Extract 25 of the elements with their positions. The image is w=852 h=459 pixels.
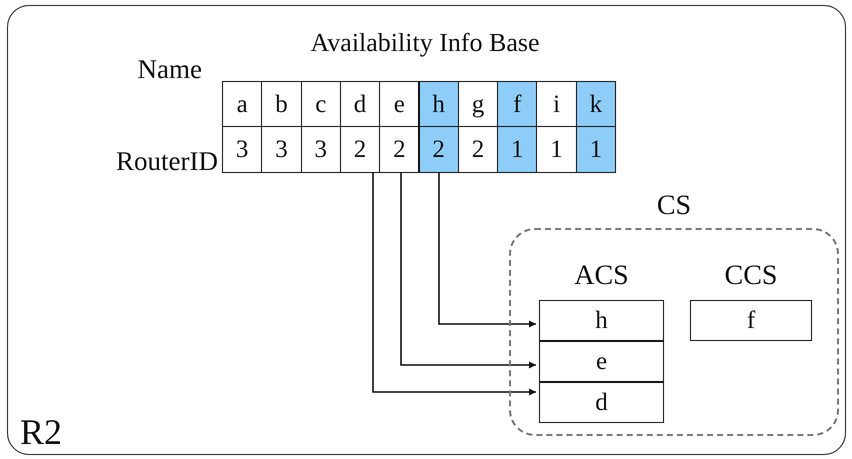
- table-cell: 1: [497, 126, 538, 172]
- list-entry: d: [539, 382, 664, 423]
- table-cell: e: [379, 81, 420, 127]
- table-cell: a: [222, 81, 262, 127]
- row-header: RouterID: [116, 148, 218, 175]
- router-label: R2: [20, 414, 62, 450]
- set-heading: ACS: [573, 262, 630, 290]
- table-cell: 1: [576, 126, 616, 172]
- table-cell: 2: [379, 126, 420, 172]
- set-heading: CCS: [724, 262, 778, 290]
- arrow: [400, 172, 536, 368]
- arrow: [372, 172, 536, 396]
- list-entry: h: [539, 300, 664, 341]
- arrow: [438, 172, 536, 328]
- table-title: Availability Info Base: [309, 30, 541, 56]
- list-entry: f: [690, 300, 812, 341]
- table-cell: k: [576, 81, 616, 127]
- table-cell: f: [497, 81, 538, 127]
- row-header: Name: [138, 56, 202, 83]
- table-cell: h: [418, 81, 459, 127]
- list-entry: e: [539, 341, 664, 382]
- set-heading: CS: [656, 192, 692, 220]
- table-cell: 2: [418, 126, 459, 172]
- router-panel: [7, 5, 846, 455]
- table-cell: 3: [222, 126, 262, 172]
